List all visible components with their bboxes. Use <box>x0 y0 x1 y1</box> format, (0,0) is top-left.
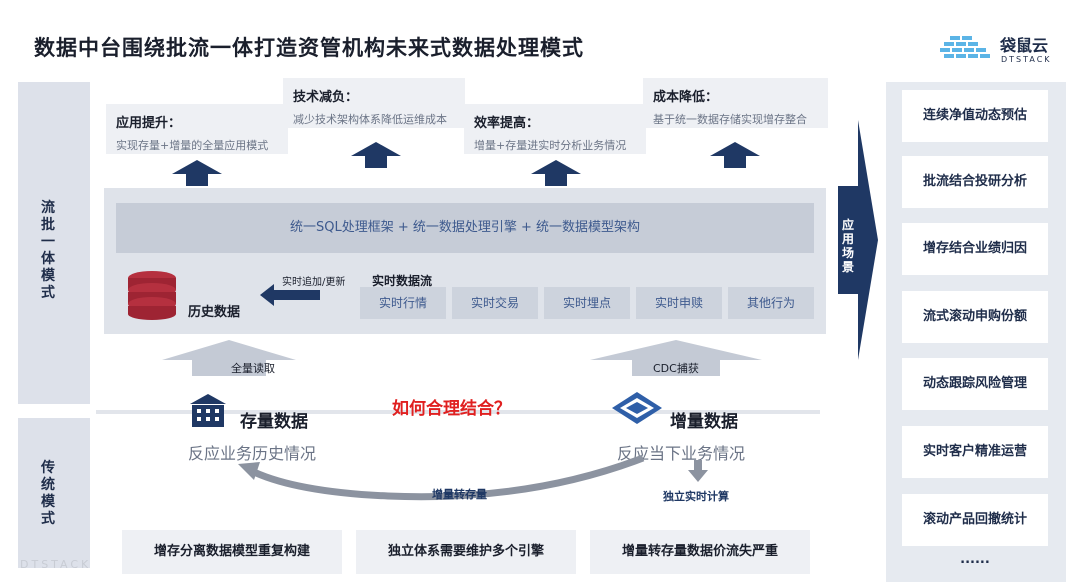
database-icon <box>128 271 176 320</box>
scene-item: 滚动产品回撤统计 <box>902 494 1048 546</box>
cdc-capture-label: CDC捕获 <box>653 362 699 375</box>
inc-to-stock-label: 增量转存量 <box>432 488 487 501</box>
benefit-efficiency: 效率提高： 增量+存量进实时分析业务情况 <box>464 104 646 154</box>
up-arrow-icon <box>351 142 401 168</box>
scene-item: 批流结合投研分析 <box>902 156 1048 208</box>
scene-item: 连续净值动态预估 <box>902 90 1048 142</box>
light-up-arrow-icon <box>590 340 762 376</box>
benefit-tech: 技术减负： 减少技术架构体系降低运维成本 <box>283 78 465 128</box>
benefit-desc: 基于统一数据存储实现增存整合 <box>653 113 807 126</box>
left-column-top <box>18 82 90 404</box>
stock-desc: 反应业务历史情况 <box>188 444 317 463</box>
benefit-cost: 成本降低： 基于统一数据存储实现增存整合 <box>643 78 828 128</box>
logo-name: 袋鼠云 <box>1000 36 1049 55</box>
label-stream-batch-mode: 流批一体模式 <box>41 200 55 301</box>
incremental-desc: 反应当下业务情况 <box>617 444 746 463</box>
page-title: 数据中台围绕批流一体打造资管机构未来式数据处理模式 <box>34 36 584 60</box>
up-arrow-icon <box>531 160 581 186</box>
up-arrow-icon <box>172 160 222 186</box>
issue-box: 独立体系需要维护多个引擎 <box>356 530 576 574</box>
benefit-desc: 减少技术架构体系降低运维成本 <box>293 113 447 126</box>
stream-chip: 其他行为 <box>728 287 814 319</box>
benefit-app: 应用提升： 实现存量+增量的全量应用模式 <box>106 104 288 154</box>
building-icon <box>190 394 226 427</box>
issue-box: 增量转存量数据价流失严重 <box>590 530 810 574</box>
stream-chip: 实时埋点 <box>544 287 630 319</box>
history-data-label: 历史数据 <box>188 305 241 320</box>
realtime-stream-label: 实时数据流 <box>372 274 433 288</box>
left-arrow-icon <box>260 284 320 306</box>
stream-chip: 实时行情 <box>360 287 446 319</box>
scene-ellipsis: ...... <box>960 552 990 567</box>
layers-icon <box>612 392 662 424</box>
benefit-title: 应用提升： <box>116 116 182 131</box>
logo-sub: DTSTACK <box>1001 55 1052 64</box>
scene-item: 流式滚动申购份额 <box>902 291 1048 343</box>
stream-chip: 实时交易 <box>452 287 538 319</box>
benefit-desc: 实现存量+增量的全量应用模式 <box>116 139 269 152</box>
up-arrow-icon <box>710 142 760 168</box>
benefit-title: 技术减负： <box>293 90 359 105</box>
realtime-append-label: 实时追加/更新 <box>282 277 346 288</box>
scene-item: 增存结合业绩归因 <box>902 223 1048 275</box>
benefit-desc: 增量+存量进实时分析业务情况 <box>474 139 627 152</box>
full-read-label: 全量读取 <box>231 362 275 375</box>
question-text: 如何合理结合？ <box>392 399 511 419</box>
scene-item: 实时客户精准运营 <box>902 426 1048 478</box>
stream-chip: 实时申赎 <box>636 287 722 319</box>
stock-title: 存量数据 <box>240 412 308 432</box>
logo-cloud-icon <box>940 36 990 58</box>
label-traditional-mode: 传统模式 <box>41 460 55 527</box>
issue-box: 增存分离数据模型重复构建 <box>122 530 342 574</box>
watermark: DTSTACK <box>20 558 92 571</box>
right-arrow-icon <box>838 120 878 360</box>
left-column-bottom <box>18 418 90 568</box>
divider-line <box>96 410 820 414</box>
apply-scene-label: 应用场景 <box>841 218 854 274</box>
incremental-title: 增量数据 <box>670 412 738 432</box>
unified-framework-bar: 统一SQL处理框架 + 统一数据处理引擎 + 统一数据模型架构 <box>116 203 814 253</box>
independent-rt-label: 独立实时计算 <box>663 490 729 503</box>
light-up-arrow-icon <box>162 340 296 376</box>
scene-item: 动态跟踪风险管理 <box>902 358 1048 410</box>
benefit-title: 成本降低： <box>653 90 719 105</box>
down-arrow-icon <box>688 460 708 482</box>
curved-arrow-icon <box>238 454 645 501</box>
benefit-title: 效率提高： <box>474 116 540 131</box>
